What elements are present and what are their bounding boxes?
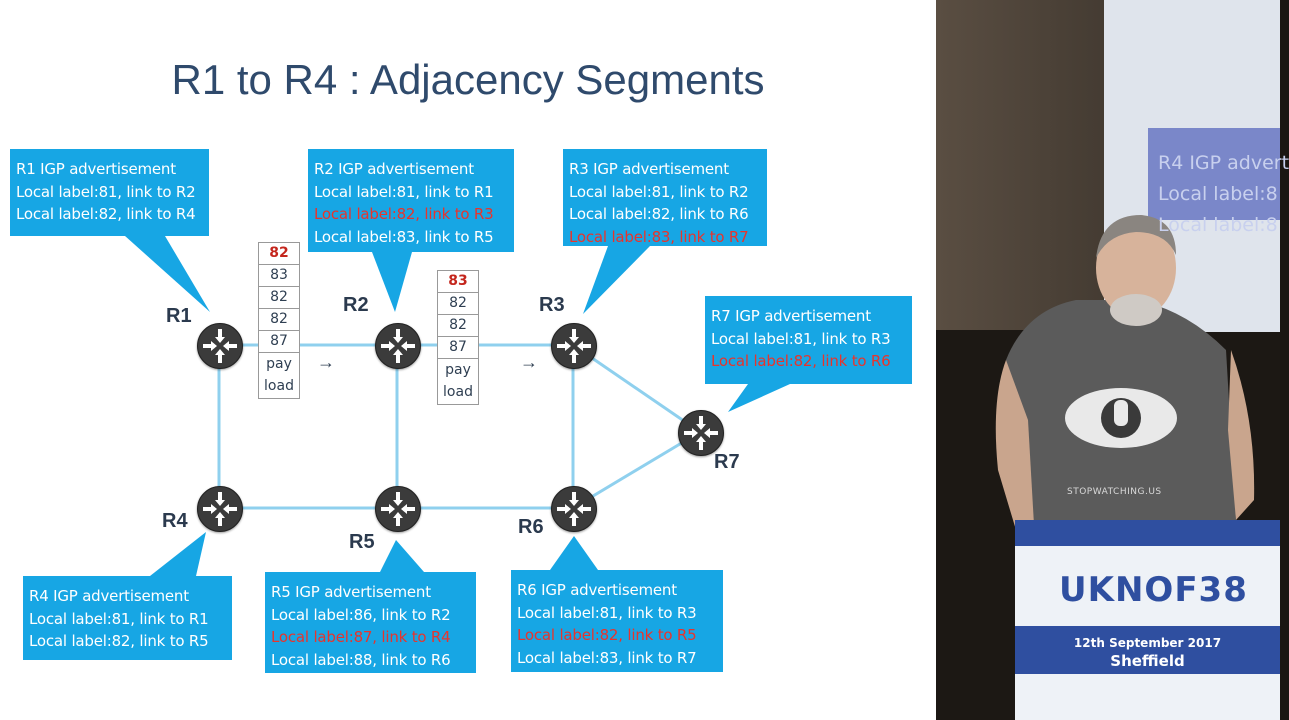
router-r1-icon xyxy=(197,323,243,369)
callout-title: R4 IGP advertisement xyxy=(29,587,189,605)
label-cell: 82 xyxy=(258,286,300,309)
callout-title: R5 IGP advertisement xyxy=(271,583,431,601)
router-label-r1: R1 xyxy=(166,305,192,327)
router-r3-icon xyxy=(551,323,597,369)
router-r2-icon xyxy=(375,323,421,369)
payload-word: load xyxy=(443,384,473,400)
projection-line: R4 IGP advert xyxy=(1158,152,1289,174)
callout-pointer-r1 xyxy=(125,236,210,312)
podium: UKNOF38 12th September 2017 Sheffield xyxy=(1015,520,1280,720)
label-cell: 83 xyxy=(437,270,479,293)
callout-line: Local label:81, link to R2 xyxy=(569,182,749,201)
payload-word: pay xyxy=(266,356,292,372)
callout-pointer-r5 xyxy=(380,540,424,572)
callout-line: Local label:82, link to R6 xyxy=(711,352,891,370)
callout-line: Local label:83, link to R7 xyxy=(517,648,697,667)
callout-line: Local label:88, link to R6 xyxy=(271,650,451,669)
callout-pointer-r6 xyxy=(550,536,598,570)
router-label-r2: R2 xyxy=(343,294,369,316)
slide: R1 to R4 : Adjacency Segments xyxy=(0,0,936,720)
callout-line: Local label:81, link to R3 xyxy=(711,329,891,348)
label-cell: 82 xyxy=(437,314,479,337)
payload-cell: pay load xyxy=(437,358,479,405)
router-r6-icon xyxy=(551,486,597,532)
event-city: Sheffield xyxy=(1110,652,1185,670)
label-cell: 87 xyxy=(258,330,300,353)
router-r4-icon xyxy=(197,486,243,532)
router-r5-icon xyxy=(375,486,421,532)
callout-line: Local label:82, link to R6 xyxy=(569,205,749,223)
router-label-r4: R4 xyxy=(162,510,188,532)
callout-line: Local label:81, link to R2 xyxy=(16,182,196,201)
forward-arrow-icon: → xyxy=(520,352,538,372)
router-label-r6: R6 xyxy=(518,516,544,538)
forward-arrow-icon: → xyxy=(317,352,335,372)
router-label-r5: R5 xyxy=(349,531,375,553)
callout-line: Local label:81, link to R1 xyxy=(314,182,494,201)
callout-line: Local label:81, link to R3 xyxy=(517,603,697,622)
callout-line: Local label:83, link to R5 xyxy=(314,227,494,246)
router-r7-icon xyxy=(678,410,724,456)
callout-line: Local label:82, link to R3 xyxy=(314,205,494,223)
label-cell: 82 xyxy=(437,292,479,315)
payload-word: load xyxy=(264,378,294,394)
projection-line: Local label:8 xyxy=(1158,183,1278,205)
payload-word: pay xyxy=(445,362,471,378)
callout-line: Local label:82, link to R5 xyxy=(29,632,209,650)
callout-line: Local label:83, link to R7 xyxy=(569,227,749,246)
callout-line: Local label:86, link to R2 xyxy=(271,605,451,624)
callout-pointer-r3 xyxy=(583,246,650,314)
callout-line: Local label:82, link to R5 xyxy=(517,626,697,644)
label-cell: 83 xyxy=(258,264,300,287)
topology-links xyxy=(125,236,790,576)
slide-title: R1 to R4 : Adjacency Segments xyxy=(171,56,765,103)
callout-title: R7 IGP advertisement xyxy=(711,307,871,325)
callout-title: R2 IGP advertisement xyxy=(314,160,474,178)
callout-title: R1 IGP advertisement xyxy=(16,160,176,178)
label-cell: 82 xyxy=(258,242,300,265)
callout-pointer-r4 xyxy=(150,532,206,576)
event-date: 12th September 2017 xyxy=(1073,636,1222,650)
link-r3-r7 xyxy=(572,343,701,434)
callout-title: R3 IGP advertisement xyxy=(569,160,729,178)
projection-text: R4 IGP advert Local label:8 Local label:… xyxy=(1158,148,1289,241)
presenter-head xyxy=(1096,218,1176,318)
callout-title: R6 IGP advertisement xyxy=(517,581,677,599)
projection-line: Local label:8 xyxy=(1158,214,1278,236)
callout-line: Local label:81, link to R1 xyxy=(29,609,209,628)
router-label-r3: R3 xyxy=(539,294,565,316)
router-label-r7: R7 xyxy=(714,451,740,473)
callout-line: Local label:82, link to R4 xyxy=(16,205,196,223)
shirt-text: STOPWATCHING.US xyxy=(1067,487,1162,497)
event-logo: UKNOF38 xyxy=(1059,570,1248,610)
label-cell: 87 xyxy=(437,336,479,359)
payload-cell: pay load xyxy=(258,352,300,399)
label-cell: 82 xyxy=(258,308,300,331)
callout-pointer-r7 xyxy=(728,384,790,412)
callout-line: Local label:87, link to R4 xyxy=(271,628,451,646)
link-r6-r7 xyxy=(572,430,701,510)
callout-pointer-r2 xyxy=(372,252,412,312)
